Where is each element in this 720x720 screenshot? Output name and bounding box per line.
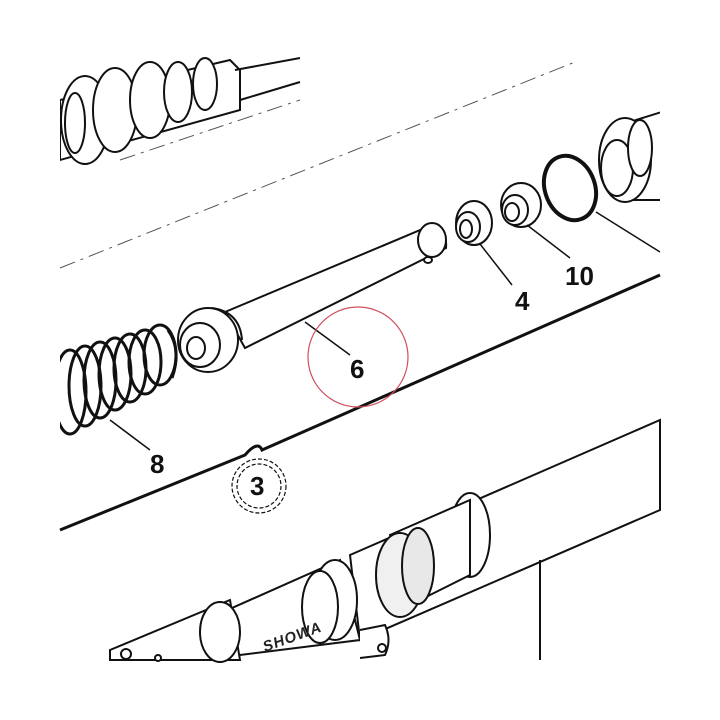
fork-leg-assembly — [109, 418, 661, 663]
leader-6 — [304, 321, 351, 356]
highlight-circle — [307, 306, 409, 408]
ring-10-part — [500, 182, 542, 228]
leader-10 — [526, 224, 571, 259]
ring-4-part — [455, 200, 493, 246]
callout-4: 4 — [515, 286, 530, 316]
o-ring — [541, 153, 599, 223]
nut-3-part — [231, 458, 287, 514]
leader-8 — [109, 419, 151, 451]
callout-10: 10 — [565, 261, 594, 291]
upper-left-assembly — [60, 57, 301, 165]
callout-3: 3 — [250, 471, 264, 501]
leader-4 — [479, 243, 513, 286]
damper-rod-part — [177, 222, 448, 373]
main-axis-line — [59, 273, 661, 532]
callout-8: 8 — [150, 449, 164, 479]
upper-right-assembly — [598, 111, 660, 203]
leader-upper-right — [595, 211, 661, 253]
spring-part — [60, 323, 178, 436]
callout-6: 6 — [350, 354, 364, 384]
assembly-axis-lines — [59, 61, 576, 269]
